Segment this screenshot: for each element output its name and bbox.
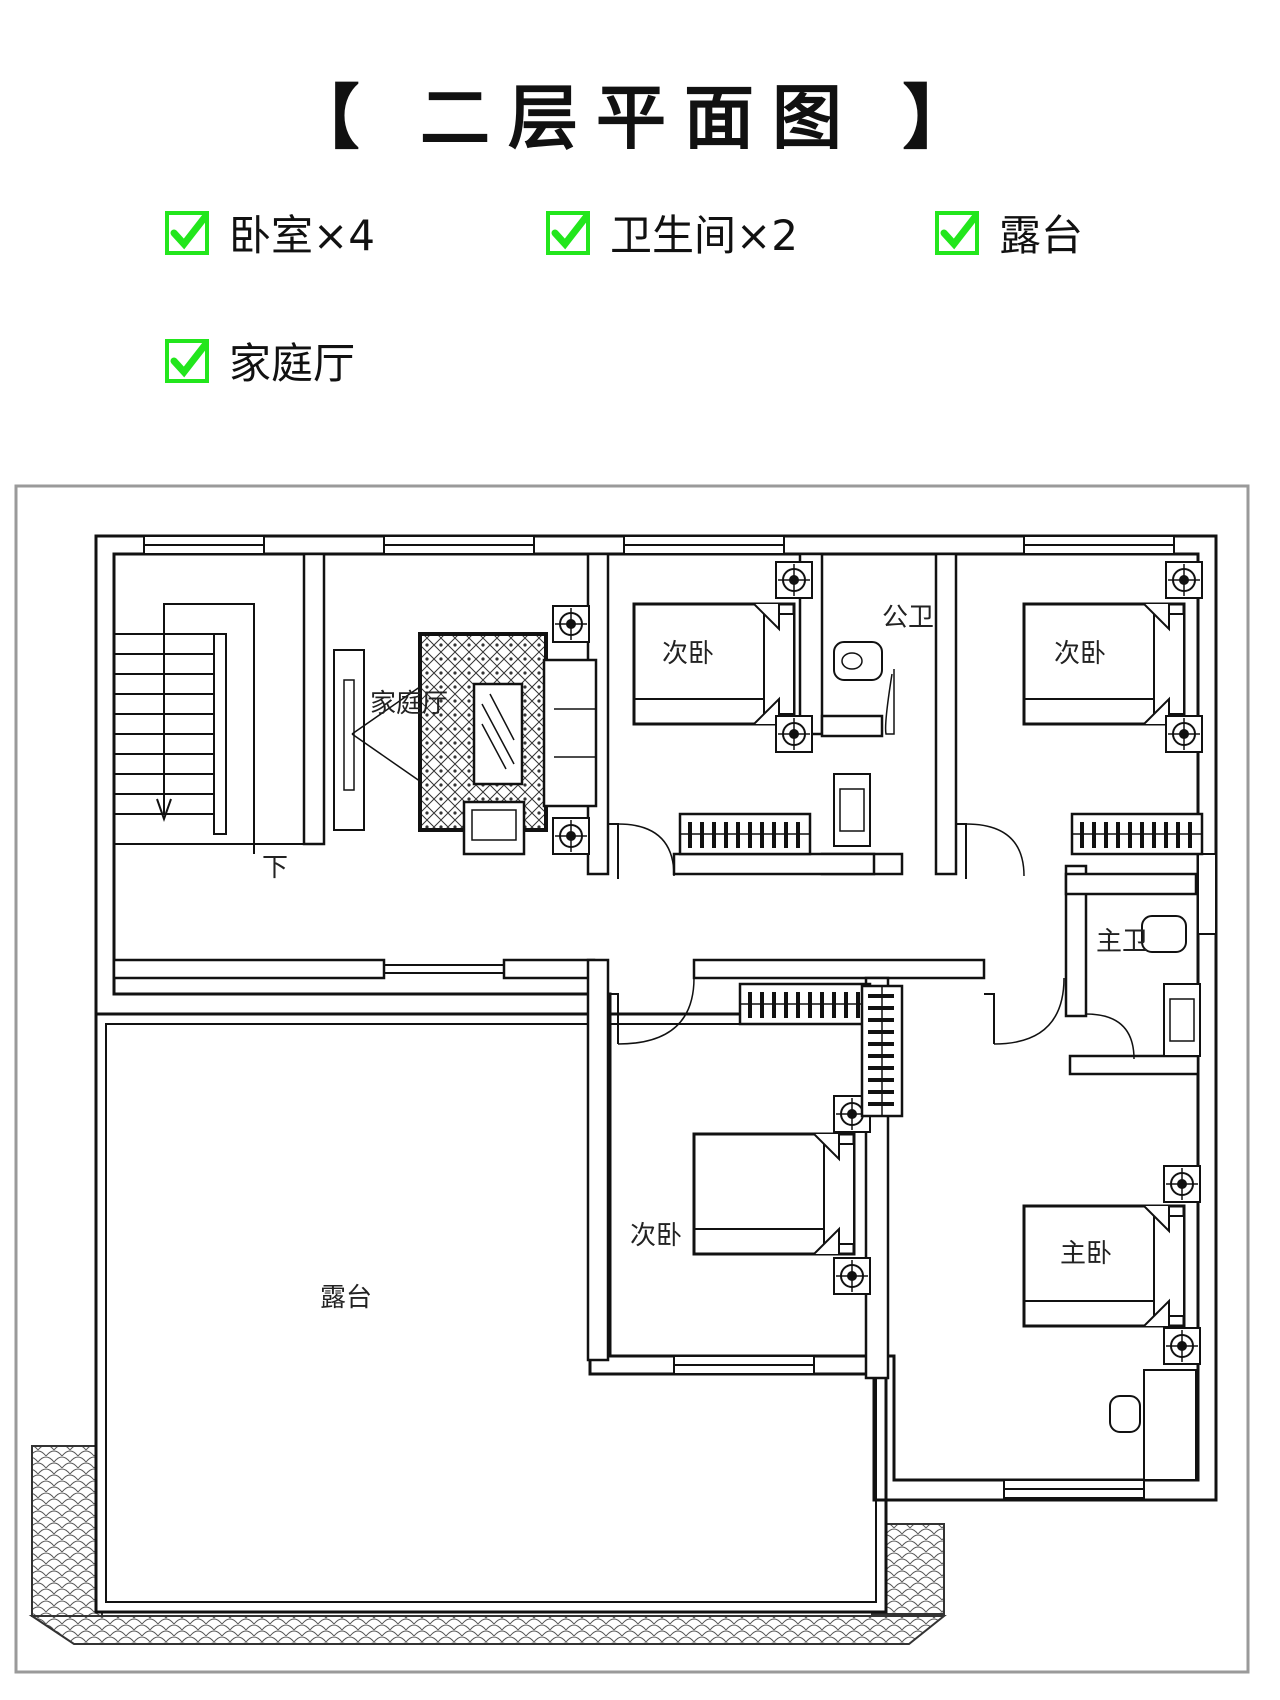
terrace-label: 露台 bbox=[320, 1283, 372, 1313]
public-bath-label: 公卫 bbox=[882, 603, 934, 633]
feature-label: 家庭厅 bbox=[229, 339, 356, 388]
bedroom-ne1-label: 次卧 bbox=[662, 639, 714, 669]
stair-down-label: 下 bbox=[262, 853, 288, 883]
master-bedroom-label: 主卧 bbox=[1060, 1239, 1112, 1269]
master-bath-label: 主卫 bbox=[1096, 927, 1148, 957]
feature-label: 卫生间×2 bbox=[610, 211, 798, 260]
feature-label: 露台 bbox=[999, 211, 1084, 260]
bedroom-ne2-label: 次卧 bbox=[1054, 639, 1106, 669]
checkbox-icon bbox=[935, 210, 979, 255]
bedroom-center-label: 次卧 bbox=[630, 1221, 682, 1251]
checkbox-icon bbox=[546, 210, 590, 255]
feature-bathrooms: 卫生间×2 bbox=[546, 202, 798, 263]
feature-label: 卧室×4 bbox=[229, 211, 375, 260]
feature-terrace: 露台 bbox=[935, 202, 1083, 263]
feature-bedrooms: 卧室×4 bbox=[165, 202, 375, 263]
checkbox-icon bbox=[165, 210, 209, 255]
floor-plan-drawing: 下 家庭厅 次卧 公卫 次卧 主卫 次卧 bbox=[14, 484, 1250, 1674]
feature-family-hall: 家庭厅 bbox=[165, 330, 355, 391]
family-hall-label: 家庭厅 bbox=[370, 689, 448, 719]
checkbox-icon bbox=[165, 338, 209, 383]
floor-plan: 下 家庭厅 次卧 公卫 次卧 主卫 次卧 bbox=[14, 484, 1250, 1674]
page-title: 【 二层平面图 】 bbox=[289, 77, 991, 159]
